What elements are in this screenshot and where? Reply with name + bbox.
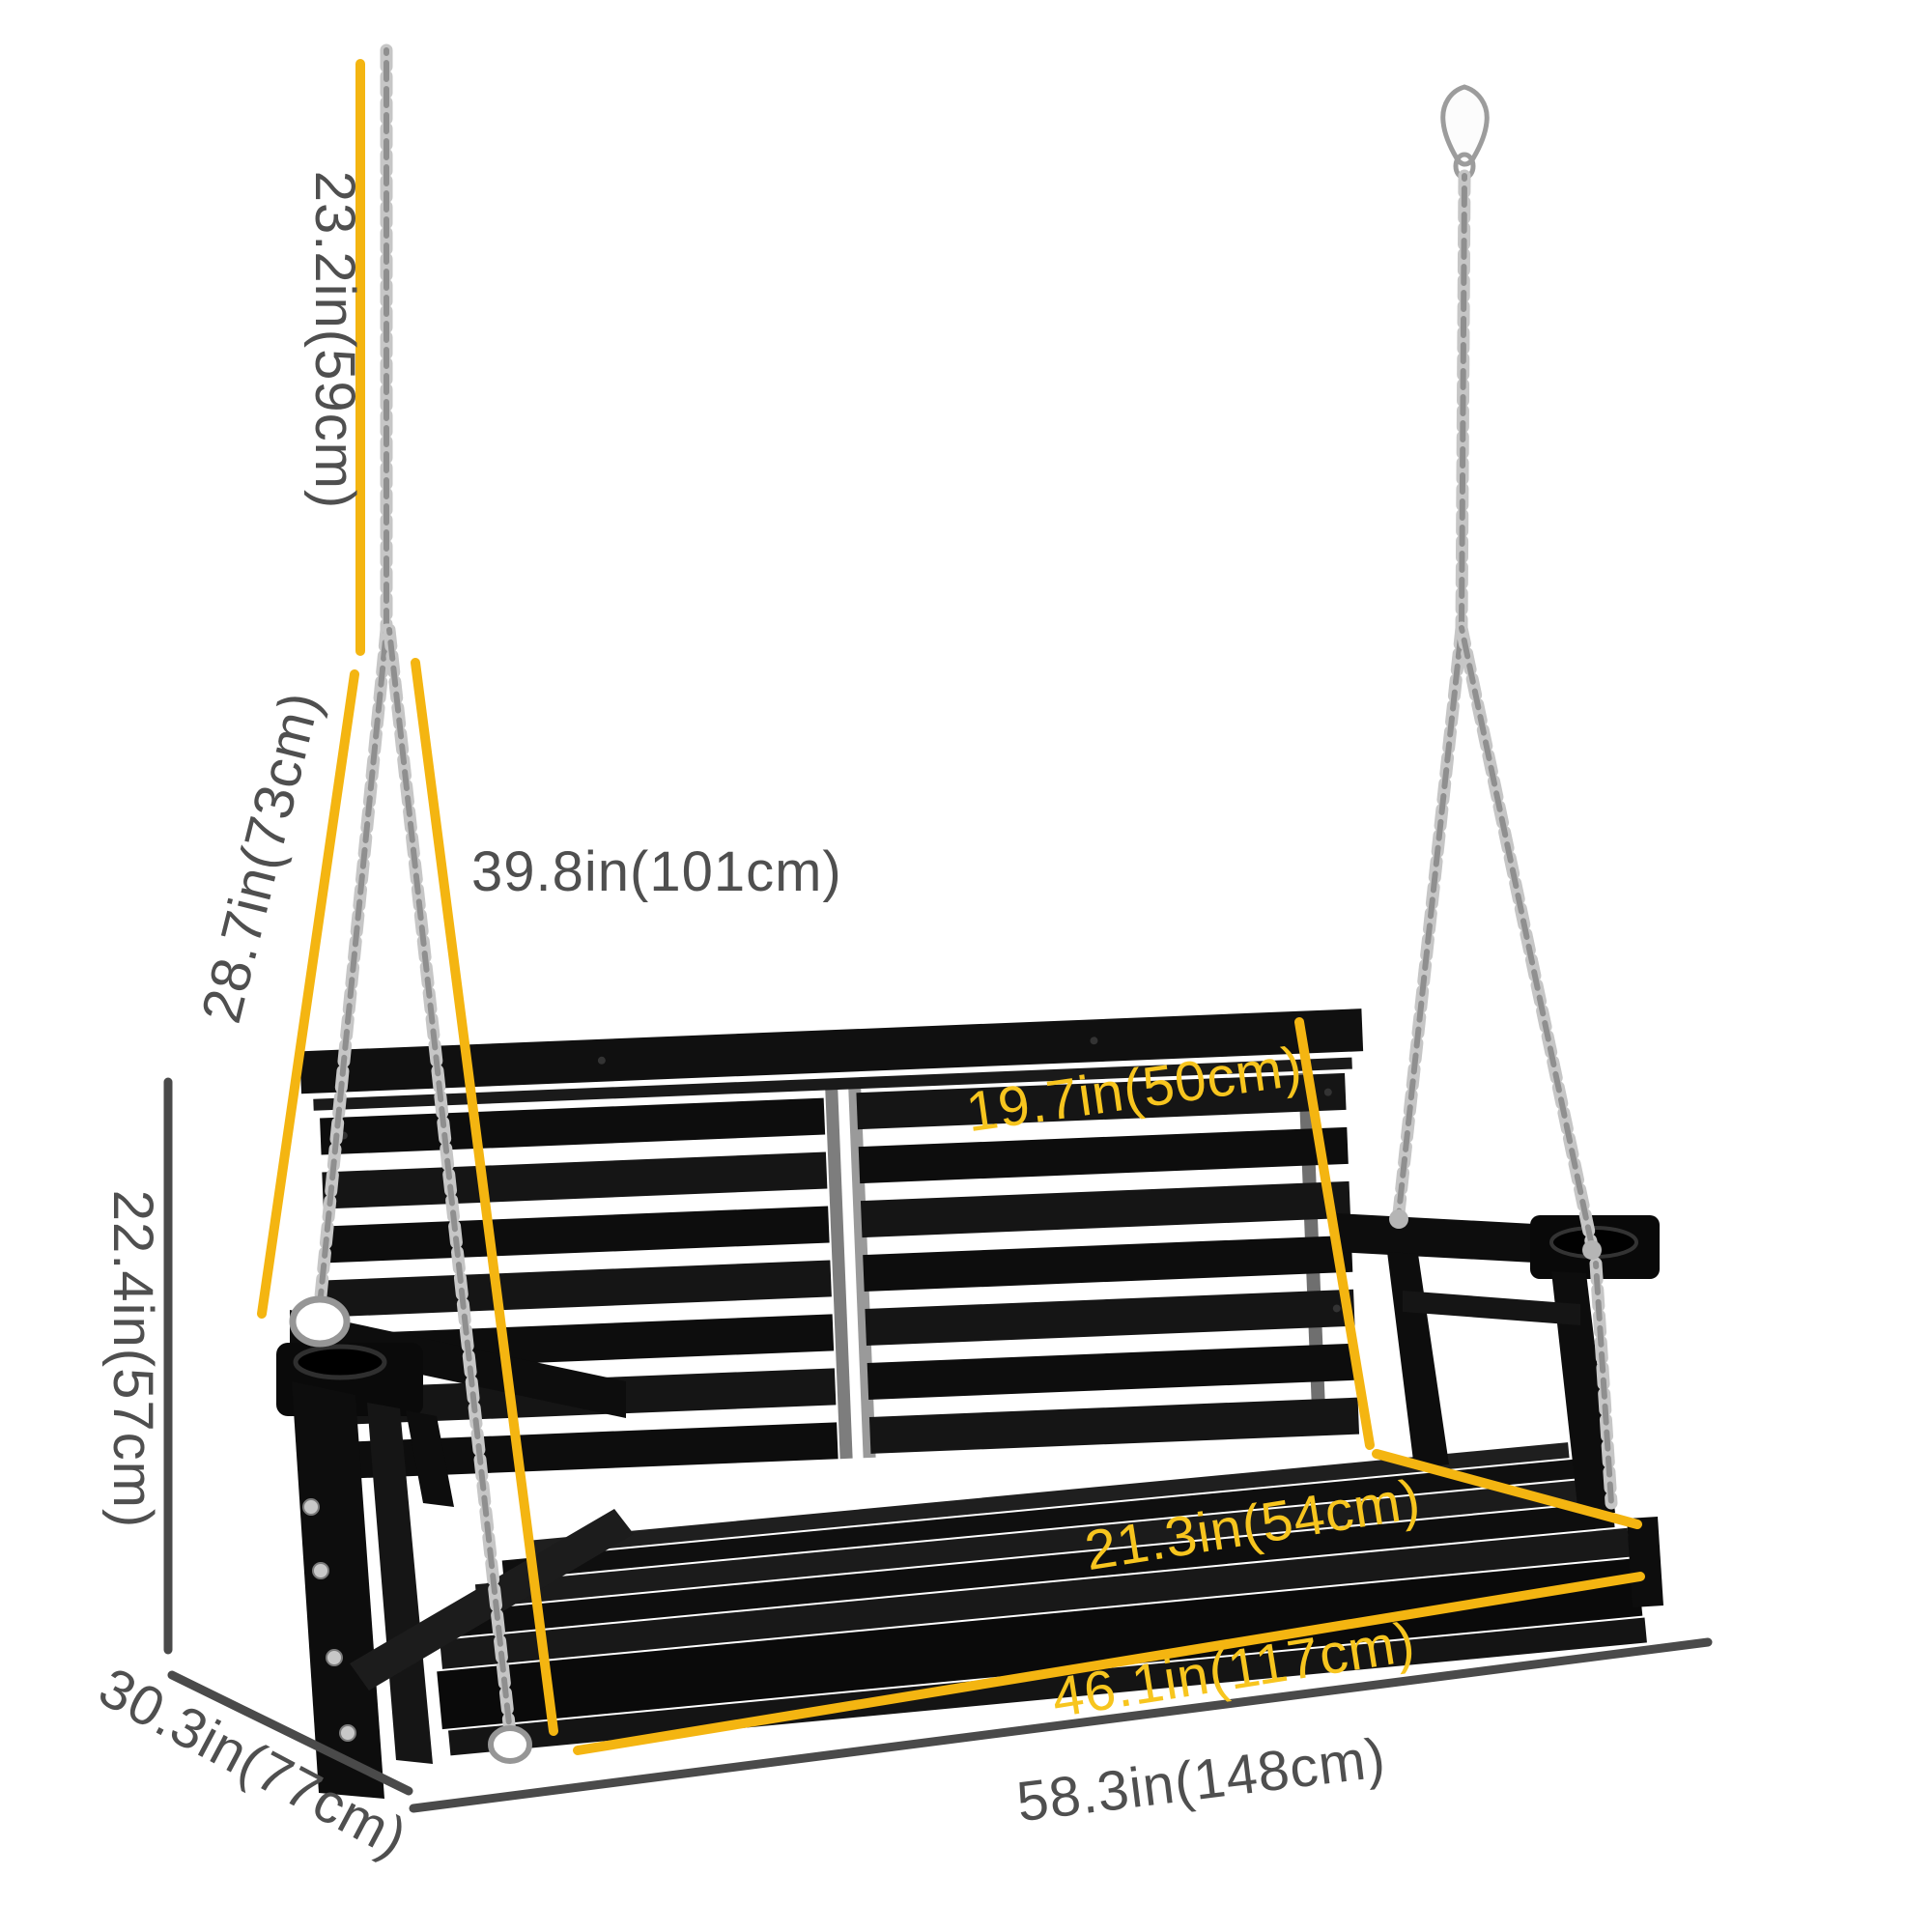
chain-hook-icon [1440, 84, 1490, 167]
backrest-slats-right [856, 1072, 1360, 1454]
carabiner-icon [488, 1725, 532, 1764]
dim-label-side-height: 22.4in(57cm) [101, 1190, 164, 1528]
left-chain [289, 43, 532, 1764]
gray-dimension-lines [163, 1077, 1713, 1813]
dim-label-chain-to-seat: 39.8in(101cm) [471, 840, 842, 903]
dim-line-overall-depth [167, 1670, 413, 1796]
left-frame-bolts [302, 1498, 356, 1742]
dim-line-overall-width [409, 1637, 1713, 1813]
dim-line-chain-to-seat [411, 658, 558, 1736]
yellow-dimension-lines [257, 59, 1645, 1755]
dim-line-backrest-height [1294, 1017, 1375, 1450]
bench [276, 1009, 1663, 1799]
dim-line-lower-chain-left [257, 669, 359, 1319]
dim-label-upper-chain: 23.2in(59cm) [303, 171, 366, 509]
dim-line-seat-width [573, 1572, 1645, 1755]
dim-label-overall-width: 58.3in(148cm) [1013, 1726, 1389, 1833]
left-cup-holder [293, 1344, 387, 1380]
right-chain [1389, 84, 1618, 1510]
bench-seat [437, 1442, 1647, 1756]
dim-line-seat-depth [1372, 1449, 1642, 1529]
carabiner-icon [289, 1295, 351, 1348]
